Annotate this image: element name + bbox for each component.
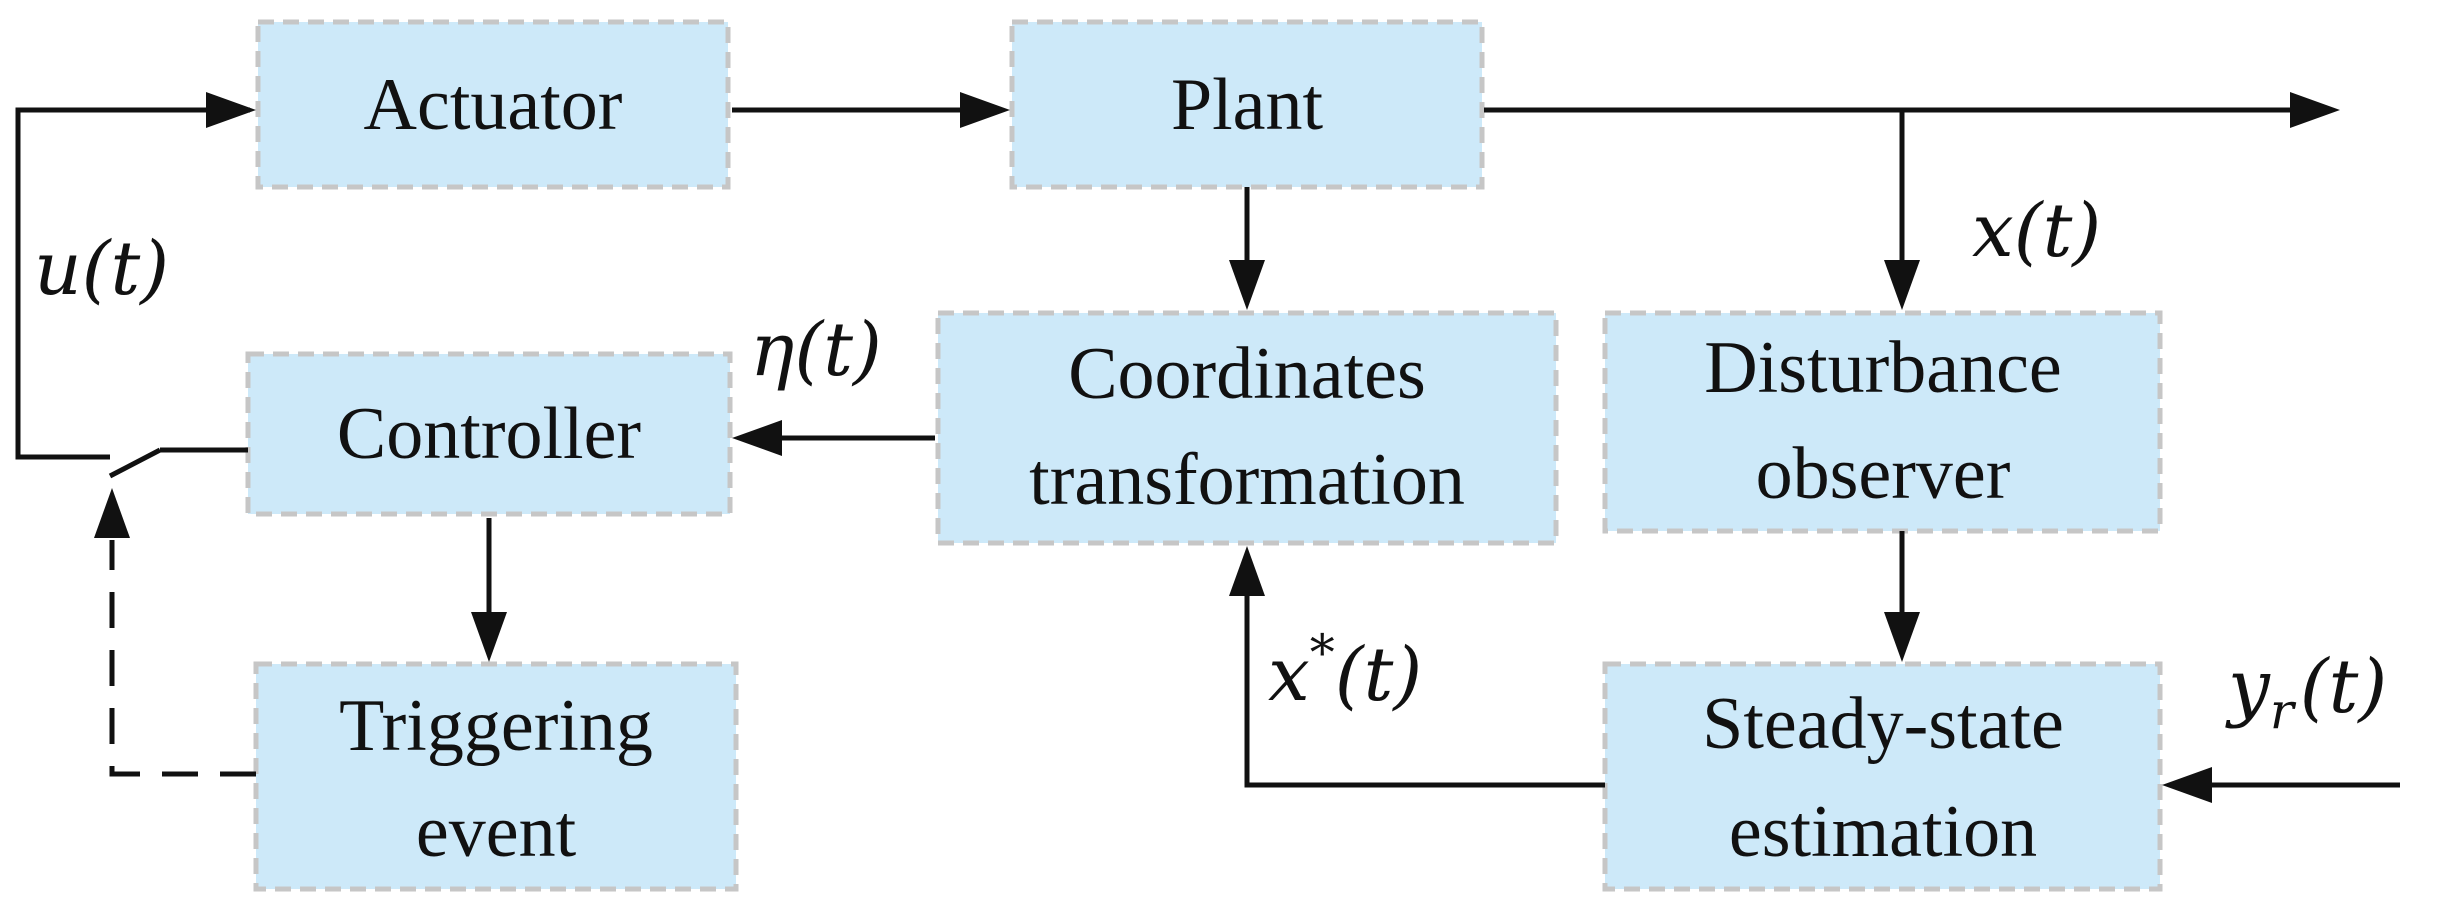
yr-signal-label: yr(t) [2225,644,2387,740]
trigger-dashed-wire [109,540,256,777]
switch-trigger-arrowhead [94,488,130,538]
disturbance-observer-label-line2: observer [1756,433,2011,515]
disturbance-observer-block: Disturbance observer [1602,310,2163,534]
u-feedback-wire [15,107,250,460]
yr-argument: (t) [2300,644,2387,730]
plant-block: Plant [1009,19,1485,190]
output-arrowhead [2290,92,2340,128]
plant-input-arrowhead [960,92,1010,128]
steady-state-to-coordinates-wire [1244,596,1605,788]
steady-state-input-arrowhead [1884,612,1920,662]
plant-label: Plant [1171,64,1324,146]
coordinates-transformation-label-line2: transformation [1029,439,1465,521]
steady-state-estimation-label-line2: estimation [1729,791,2037,873]
actuator-block: Actuator [255,19,731,190]
u-signal-label: u(t) [34,226,169,312]
xstar-superscript: * [1310,624,1335,682]
controller-block: Controller [245,351,733,517]
coordinates-transformation-label-line1: Coordinates [1068,333,1426,415]
actuator-label: Actuator [364,64,623,146]
coordinates-input-arrowhead [1229,260,1265,310]
xstar-signal-label: x*(t) [1268,624,1422,718]
trigger-input-arrowhead [471,612,507,662]
controller-label: Controller [337,393,641,475]
x-signal-label: x(t) [1972,188,2101,274]
reference-input-arrowhead [2162,767,2212,803]
controller-input-arrowhead [732,420,782,456]
steady-state-estimation-block: Steady-state estimation [1602,661,2163,892]
xstar-base: x [1268,632,1310,718]
coordinates-transformation-block: Coordinates transformation [935,310,1559,546]
triggering-event-block: Triggering event [253,661,739,892]
observer-input-arrowhead [1884,260,1920,310]
triggering-event-label-line2: event [416,791,577,873]
coordinates-bottom-arrowhead [1229,546,1265,596]
actuator-input-arrowhead [206,92,256,128]
triggering-event-label-line1: Triggering [339,685,653,767]
yr-base: y [2225,644,2271,730]
yr-subscript: r [2270,682,2297,740]
switch-lever [108,447,162,479]
steady-state-estimation-label-line1: Steady-state [1702,683,2064,765]
xstar-argument: (t) [1335,632,1422,718]
eta-signal-label: η(t) [750,307,882,393]
disturbance-observer-label-line1: Disturbance [1704,327,2062,409]
